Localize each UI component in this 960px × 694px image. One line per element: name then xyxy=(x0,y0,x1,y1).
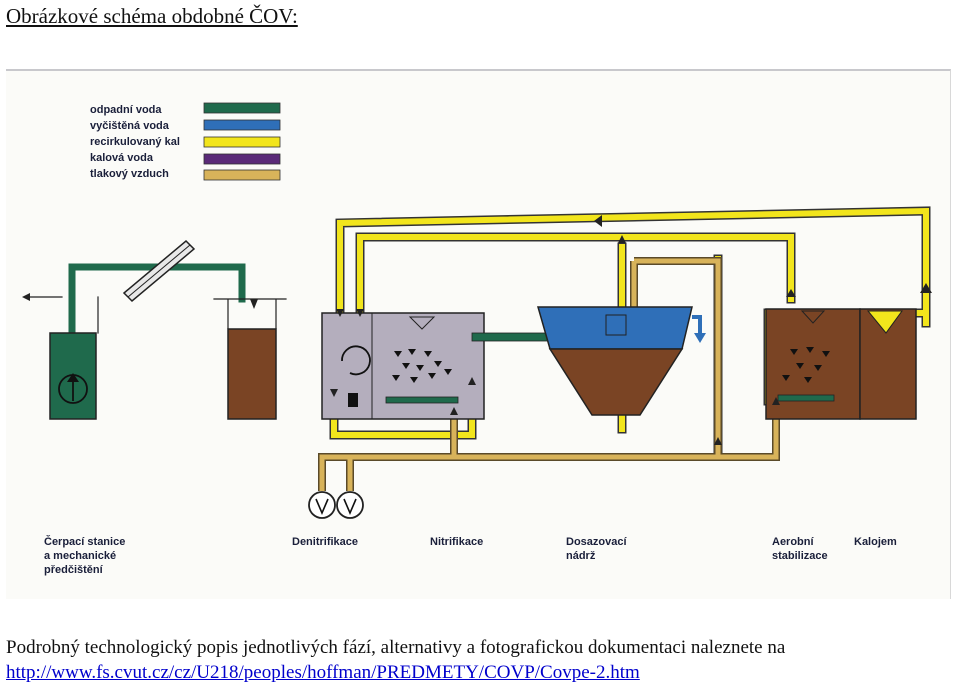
sludge-tank-label: Kalojem xyxy=(854,536,897,548)
legend-swatch-1 xyxy=(203,119,281,131)
description-text: Podrobný technologický popis jednotlivýc… xyxy=(6,637,786,658)
schematic-drawing: odpadní voda vyčištěná voda recirkulovan… xyxy=(22,102,932,576)
reference-link[interactable]: http://www.fs.cvut.cz/cz/U218/peoples/ho… xyxy=(6,662,640,683)
legend-swatch-3 xyxy=(203,153,281,165)
legend-label-2: recirkulovaný kal xyxy=(90,136,180,148)
legend-swatch-2 xyxy=(203,136,281,148)
aeration-bubbles-right xyxy=(782,347,830,383)
aerobic-stabilisation-tank xyxy=(765,308,917,420)
pump-station-tank xyxy=(49,332,97,420)
pretreatment-tank xyxy=(227,299,277,420)
settling-label-line-2: nádrž xyxy=(566,550,596,562)
legend-label-4: tlakový vzduch xyxy=(90,168,169,180)
aerobic-label-line-1: Aerobní xyxy=(772,536,815,548)
legend-label-0: odpadní voda xyxy=(90,104,162,116)
screen-device xyxy=(122,239,196,303)
flow-arrows xyxy=(22,215,932,445)
aeration-bubbles-left xyxy=(392,349,452,383)
blowers xyxy=(308,491,364,519)
legend-label-3: kalová voda xyxy=(90,152,154,164)
pump-stage-label-line-3: předčištění xyxy=(44,564,104,576)
activation-tank xyxy=(321,312,485,420)
legend: odpadní voda vyčištěná voda recirkulovan… xyxy=(90,102,281,181)
settling-label-line-1: Dosazovací xyxy=(566,536,627,548)
denitrification-label: Denitrifikace xyxy=(292,536,358,548)
stage-labels: Čerpací stanice a mechanické předčištění… xyxy=(44,535,897,576)
legend-label-1: vyčištěná voda xyxy=(90,120,170,132)
pump-stage-label-line-2: a mechanické xyxy=(44,550,116,562)
aerobic-label-line-2: stabilizace xyxy=(772,550,828,562)
pump-stage-label-line-1: Čerpací stanice xyxy=(44,535,125,548)
wwtp-schematic: odpadní voda vyčištěná voda recirkulovan… xyxy=(6,69,951,599)
settling-tank xyxy=(537,306,706,416)
nitrification-label: Nitrifikace xyxy=(430,536,483,548)
legend-swatch-4 xyxy=(203,169,281,181)
legend-swatch-0 xyxy=(203,102,281,114)
page-heading: Obrázkové schéma obdobné ČOV: xyxy=(6,4,298,28)
